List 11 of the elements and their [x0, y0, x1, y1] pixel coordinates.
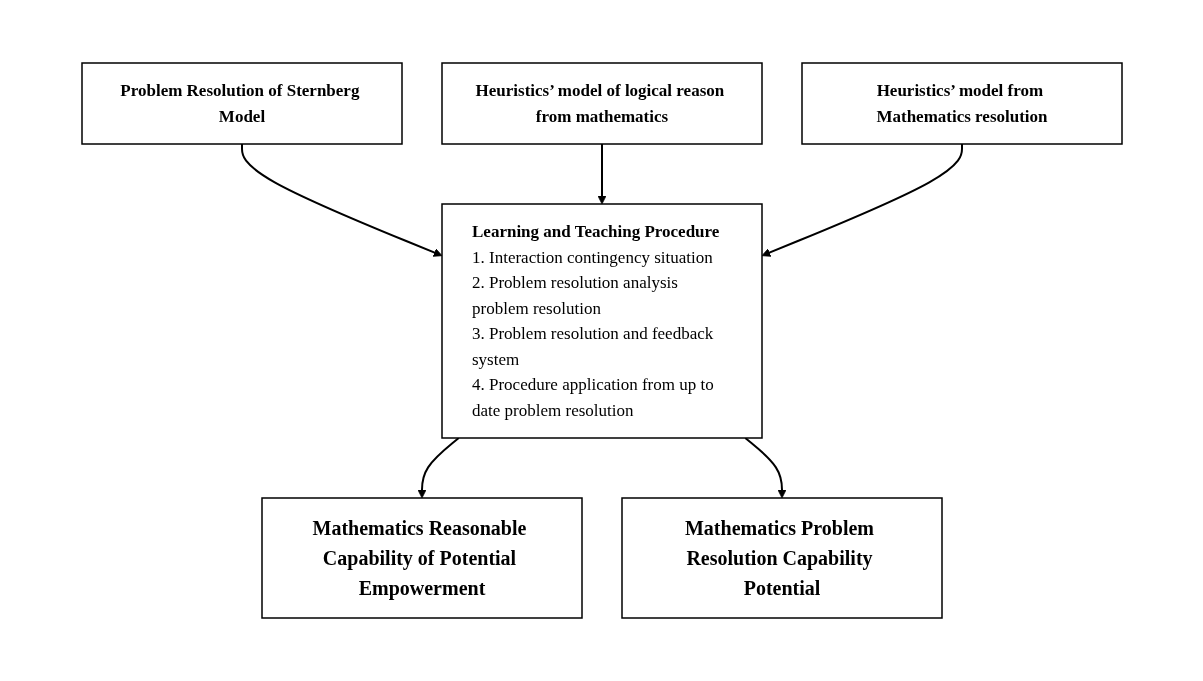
node-box: Problem Resolution of Sternberg Model — [80, 62, 403, 145]
node-box: Mathematics Problem Resolution Capability Potential — [620, 497, 943, 619]
node-box: Heuristics’ model of logical reason from mathematics — [440, 62, 763, 145]
arrow — [597, 143, 606, 205]
node-box: Learning and Teaching Procedure 1. Interaction contingency situation 2. Problem resolution analysis problem resolution 3. Problem resolution and feedback system 4. Procedure application from up to date problem resolution — [440, 203, 763, 439]
arrow — [417, 437, 460, 499]
node-box: Heuristics’ model from Mathematics resolution — [800, 62, 1123, 145]
arrow — [240, 143, 442, 257]
arrow — [743, 437, 786, 499]
arrow — [761, 143, 963, 257]
node-box: Mathematics Reasonable Capability of Potential Empowerment — [260, 497, 583, 619]
